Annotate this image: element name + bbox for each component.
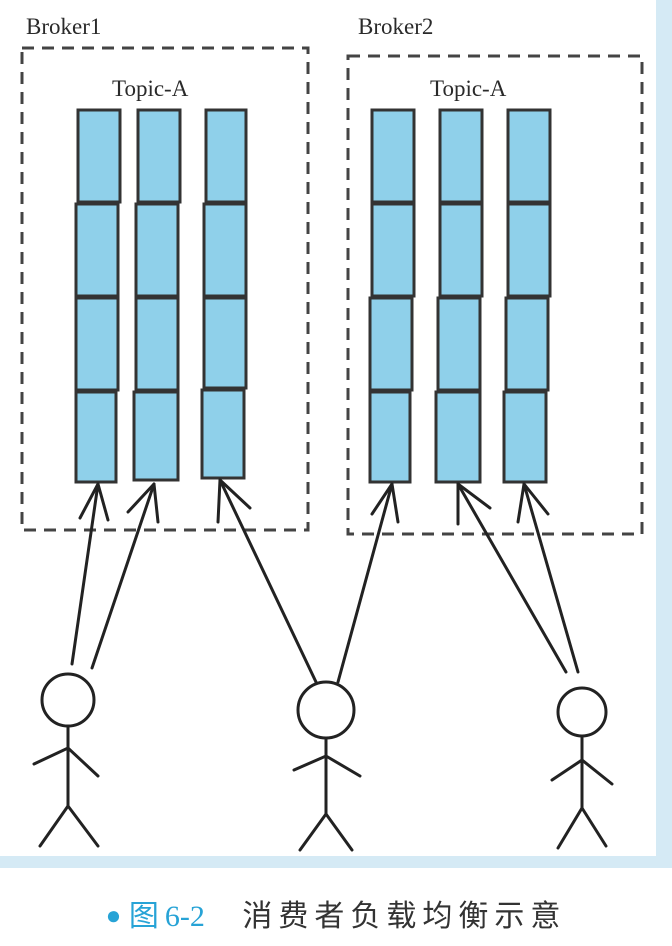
partition-segment — [76, 108, 122, 204]
broker-1-partitions — [74, 108, 248, 484]
partition-segment — [434, 390, 482, 484]
arrow-consumer3-partition6 — [522, 482, 580, 674]
arrow-consumer2-partition3 — [218, 478, 318, 684]
broker-2-boundary — [346, 54, 644, 536]
partition-segment — [502, 390, 548, 484]
arrowhead-icon — [216, 478, 252, 524]
partition-segment — [134, 296, 180, 392]
arrowhead-icon — [456, 482, 492, 526]
person-icon — [292, 680, 362, 852]
partition-segment — [370, 108, 416, 204]
figure-title: 消费者负载均衡示意 — [242, 899, 567, 934]
partition-segment — [200, 388, 246, 480]
partition-segment — [134, 202, 180, 298]
arrowhead-icon — [370, 482, 400, 524]
arrow-consumer1-partition2 — [90, 482, 156, 670]
partition-segment — [368, 390, 412, 484]
arrow-consumer1-partition1 — [70, 482, 100, 666]
partition-segment — [202, 202, 248, 298]
partition-segment — [506, 108, 552, 204]
broker-1-boundary — [20, 46, 310, 532]
consumer-load-balancing-diagram: Broker1 Topic-A Broker2 Topic-A — [20, 14, 644, 852]
arrowhead-icon — [126, 482, 160, 524]
assignment-arrows — [70, 478, 580, 684]
broker-1-label: Broker1 — [26, 14, 101, 39]
consumer-figure-3 — [550, 686, 614, 850]
partition-segment — [74, 296, 120, 392]
bullet-icon: ● — [105, 901, 122, 930]
broker-1: Broker1 Topic-A — [20, 14, 310, 532]
consumer-figure-2 — [292, 680, 362, 852]
partition-segment — [504, 296, 550, 392]
partition-segment — [132, 390, 180, 482]
partition-segment — [368, 296, 414, 392]
partition-segment — [74, 390, 118, 484]
partition-segment — [436, 296, 482, 392]
broker-1-topic-label: Topic-A — [112, 76, 189, 101]
person-icon — [32, 672, 100, 848]
partition-segment — [506, 202, 552, 298]
consumer-figure-1 — [32, 672, 100, 848]
arrow-consumer2-partition4 — [336, 482, 394, 684]
arrowhead-icon — [516, 482, 550, 524]
broker-2-partitions — [368, 108, 552, 484]
arrowhead-icon — [78, 482, 110, 522]
person-icon — [550, 686, 614, 850]
panel-border-bottom — [0, 856, 672, 868]
figure-number: 6-2 — [164, 900, 205, 933]
arrow-consumer3-partition5 — [456, 482, 568, 674]
partition-segment — [438, 202, 484, 298]
broker-2-topic-label: Topic-A — [430, 76, 507, 101]
partition-segment — [74, 202, 120, 298]
figure-prefix: 图 — [128, 899, 159, 934]
broker-2-label: Broker2 — [358, 14, 433, 39]
partition-segment — [438, 108, 484, 204]
partition-segment — [204, 108, 248, 204]
partition-segment — [370, 202, 416, 298]
partition-segment — [136, 108, 182, 204]
partition-segment — [202, 296, 248, 390]
broker-2: Broker2 Topic-A — [346, 14, 644, 536]
panel-border-right — [656, 0, 672, 868]
